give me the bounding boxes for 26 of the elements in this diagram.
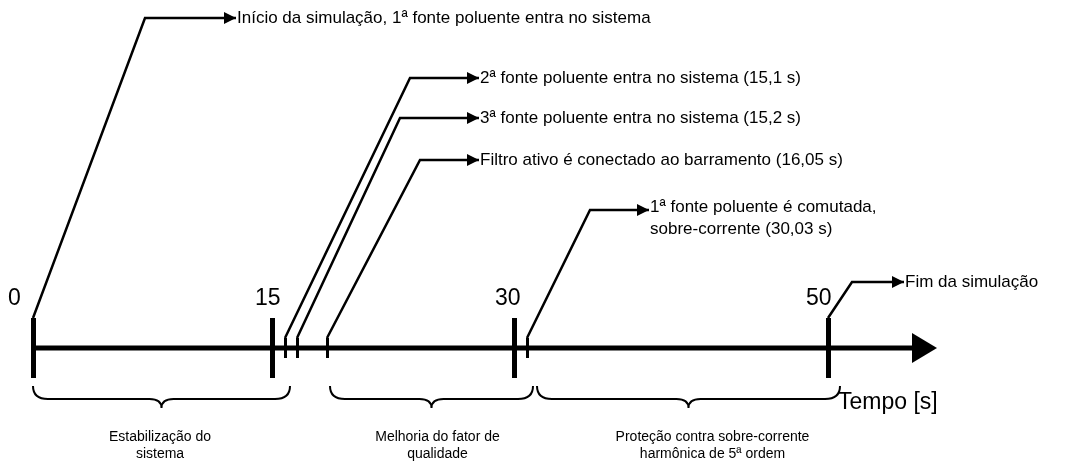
axis-title: Tempo [s]	[838, 388, 938, 414]
period-label: Proteção contra sobre-corrente harmônica de 5ª ordem	[614, 428, 811, 462]
tick-mark	[283, 338, 287, 358]
annotation-text: 3ª fonte poluente entra no sistema (15,2 s)	[480, 107, 801, 129]
tick-mark	[325, 338, 329, 358]
leader-line	[325, 153, 479, 339]
tick-mark	[825, 318, 831, 378]
leader-line	[31, 11, 236, 319]
annotation-text: 2ª fonte poluente entra no sistema (15,1 s)	[480, 67, 801, 89]
period-label: Estabilização do sistema	[108, 428, 212, 462]
axis-tick-label: 30	[495, 284, 521, 310]
tick-mark	[525, 338, 529, 358]
annotation-text: 1ª fonte poluente é comutada, sobre-corrente (30,03 s)	[650, 196, 910, 240]
leader-line	[826, 275, 904, 319]
leader-line	[295, 111, 479, 339]
period-label: Melhoria do fator de qualidade	[374, 428, 501, 462]
axis-tick-label: 0	[8, 284, 21, 310]
leader-line	[283, 71, 479, 339]
leader-line	[525, 203, 649, 339]
annotation-text: Filtro ativo é conectado ao barramento (16,05 s)	[480, 149, 843, 171]
annotation-text: Fim da simulação	[905, 271, 1039, 293]
axis-tick-label: 15	[255, 284, 281, 310]
axis-tick-label: 50	[806, 284, 832, 310]
tick-mark	[295, 338, 299, 358]
annotation-text: Início da simulação, 1ª fonte poluente entra no sistema	[237, 7, 651, 29]
tick-mark	[30, 318, 36, 378]
